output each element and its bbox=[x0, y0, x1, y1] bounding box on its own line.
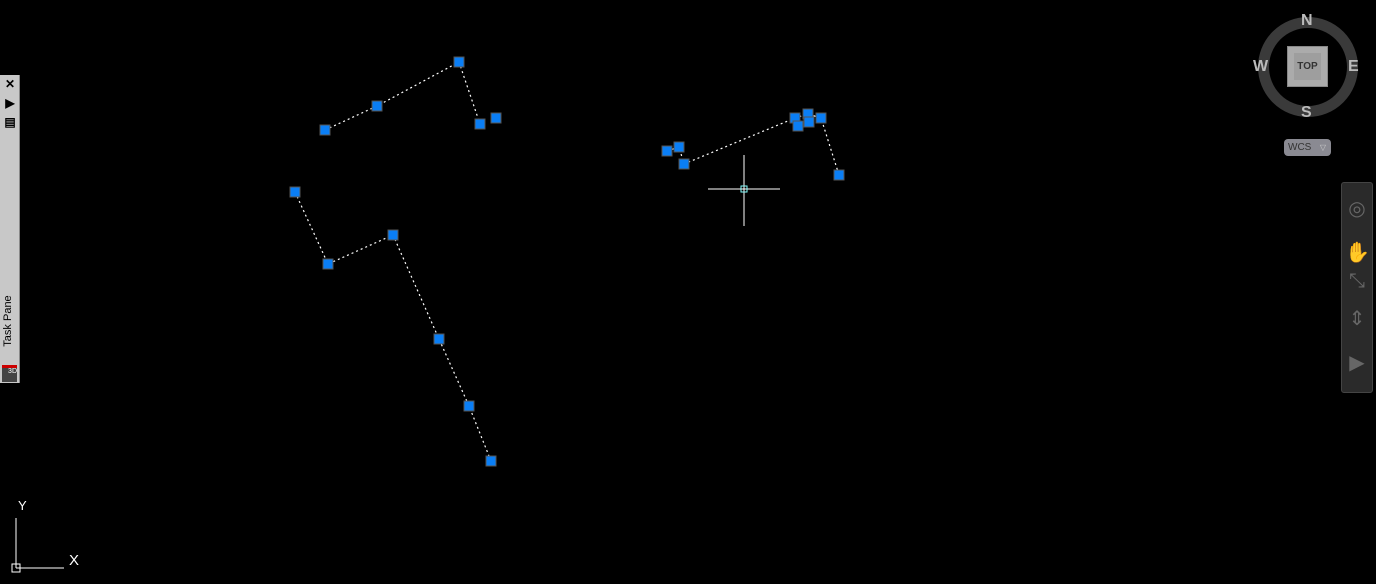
compass-east[interactable]: E bbox=[1348, 58, 1359, 75]
selected-polyline[interactable] bbox=[324, 61, 481, 131]
viewcube-top-face[interactable]: TOP bbox=[1287, 46, 1328, 87]
task-pane[interactable]: ✕ ▶ ▤ Task Pane 3D bbox=[0, 75, 20, 383]
top-face-label: TOP bbox=[1294, 53, 1321, 80]
navigation-bar: ◎ ✋ ⤡ ⇕ ▶ bbox=[1341, 182, 1373, 393]
compass-west[interactable]: W bbox=[1253, 58, 1269, 75]
selected-polyline[interactable] bbox=[294, 191, 492, 462]
orbit-icon[interactable]: ⇕ bbox=[1348, 308, 1366, 330]
3d-badge-icon: 3D bbox=[2, 365, 17, 382]
grip[interactable] bbox=[387, 229, 399, 241]
grip[interactable] bbox=[433, 333, 445, 345]
grip[interactable] bbox=[792, 120, 804, 132]
properties-icon[interactable]: ▤ bbox=[4, 115, 16, 129]
close-icon[interactable]: ✕ bbox=[4, 77, 16, 91]
zoom-extents-icon[interactable]: ⤡ bbox=[1349, 270, 1365, 292]
grip[interactable] bbox=[485, 455, 497, 467]
ucs-y-label: Y bbox=[18, 498, 27, 513]
grip[interactable] bbox=[678, 158, 690, 170]
pan-hand-icon[interactable]: ✋ bbox=[1345, 242, 1370, 264]
viewcube-compass[interactable] bbox=[1258, 17, 1358, 117]
ucs-x-label: X bbox=[69, 552, 80, 569]
steering-wheel-icon[interactable]: ◎ bbox=[1348, 198, 1366, 220]
compass-south[interactable]: S bbox=[1301, 104, 1312, 121]
ucs-menu[interactable]: WCS ▽ bbox=[1284, 139, 1331, 156]
grip[interactable] bbox=[673, 141, 685, 153]
pickbox bbox=[740, 185, 748, 193]
ucs-label: WCS bbox=[1288, 142, 1312, 153]
grip[interactable] bbox=[661, 145, 673, 157]
grip[interactable] bbox=[453, 56, 465, 68]
auto-hide-icon[interactable]: ▶ bbox=[5, 96, 15, 110]
grip[interactable] bbox=[463, 400, 475, 412]
compass-north[interactable]: N bbox=[1301, 12, 1313, 29]
grip[interactable] bbox=[289, 186, 301, 198]
chevron-down-icon: ▽ bbox=[1319, 143, 1326, 152]
grip[interactable] bbox=[371, 100, 383, 112]
grip[interactable] bbox=[319, 124, 331, 136]
task-pane-title: Task Pane bbox=[2, 295, 14, 347]
ucs-origin bbox=[11, 563, 21, 573]
grip[interactable] bbox=[322, 258, 334, 270]
showmotion-icon[interactable]: ▶ bbox=[1349, 352, 1365, 374]
grip[interactable] bbox=[490, 112, 502, 124]
grip[interactable] bbox=[815, 112, 827, 124]
grip[interactable] bbox=[833, 169, 845, 181]
grip[interactable] bbox=[474, 118, 486, 130]
grip[interactable] bbox=[803, 116, 815, 128]
